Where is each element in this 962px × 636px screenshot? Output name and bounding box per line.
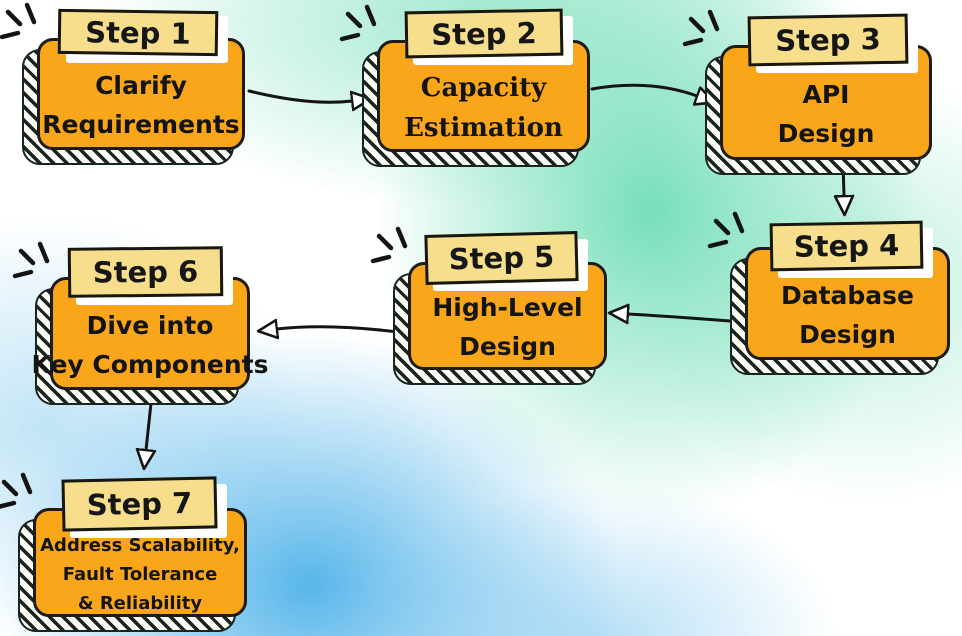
step-3-card: API Design Step 3 bbox=[682, 9, 932, 175]
step-1-card: Clarify Requirements Step 1 bbox=[0, 2, 245, 165]
arrow-step5-to-step6 bbox=[277, 327, 408, 333]
step-4-title-line: Database bbox=[780, 280, 915, 310]
step-5-card: High-Level Design Step 5 bbox=[370, 226, 607, 385]
step-4-title-line: Design bbox=[799, 319, 896, 349]
arrow-step4-to-step5 bbox=[628, 314, 744, 322]
step-label-text: Step 1 bbox=[85, 14, 191, 51]
step-label-text: Step 2 bbox=[430, 15, 538, 52]
arrow-step1-to-step2 bbox=[247, 89, 352, 102]
step-3-title-line: Design bbox=[777, 118, 875, 148]
sparkle-icon bbox=[707, 211, 745, 249]
sparkle-icon bbox=[682, 9, 720, 47]
sparkle-icon bbox=[339, 4, 377, 42]
step-label-text: Step 7 bbox=[86, 485, 193, 523]
step-6-label: Step 6 bbox=[67, 246, 224, 298]
sparkle-icon bbox=[0, 472, 33, 509]
step-5-label: Step 5 bbox=[424, 231, 579, 285]
step-7-title-line: Address Scalability, bbox=[40, 535, 240, 557]
step-label-text: Step 4 bbox=[793, 228, 900, 264]
step-6-body: Dive into Key Components bbox=[32, 277, 268, 390]
sparkle-icon bbox=[0, 2, 37, 40]
step-3-label: Step 3 bbox=[747, 13, 909, 67]
step-1-label: Step 1 bbox=[57, 8, 219, 57]
step-7-label: Step 7 bbox=[61, 476, 218, 532]
sparkle-icon bbox=[370, 226, 408, 264]
step-label-text: Step 6 bbox=[92, 254, 199, 290]
arrow-step2-to-step3 bbox=[590, 83, 697, 96]
step-2-title-line: Capacity bbox=[420, 72, 547, 103]
step-6-title-line: Dive into bbox=[86, 310, 214, 340]
step-7-title-line: Fault Tolerance bbox=[62, 564, 218, 586]
step-7-title-line: & Reliability bbox=[77, 592, 203, 614]
step-2-title-line: Estimation bbox=[404, 113, 563, 143]
sparkle-icon bbox=[12, 241, 50, 279]
step-1-title-line: Requirements bbox=[42, 110, 240, 139]
step-6-title-line: Key Components bbox=[31, 349, 269, 379]
step-6-card: Dive into Key Components Step 6 bbox=[12, 241, 268, 405]
step-3-title-line: API bbox=[802, 79, 850, 109]
step-7-card: Address Scalability, Fault Tolerance & R… bbox=[0, 472, 247, 632]
step-4-card: Database Design Step 4 bbox=[707, 211, 950, 375]
step-4-label: Step 4 bbox=[769, 220, 924, 272]
step-2-card: Capacity Estimation Step 2 bbox=[339, 4, 590, 167]
step-5-title-line: High-Level bbox=[432, 293, 583, 323]
step-label-text: Step 5 bbox=[448, 239, 555, 277]
step-2-label: Step 2 bbox=[404, 8, 564, 59]
step-label-text: Step 3 bbox=[774, 22, 882, 58]
step-5-title-line: Design bbox=[459, 332, 556, 361]
step-1-title-line: Clarify bbox=[95, 71, 187, 101]
